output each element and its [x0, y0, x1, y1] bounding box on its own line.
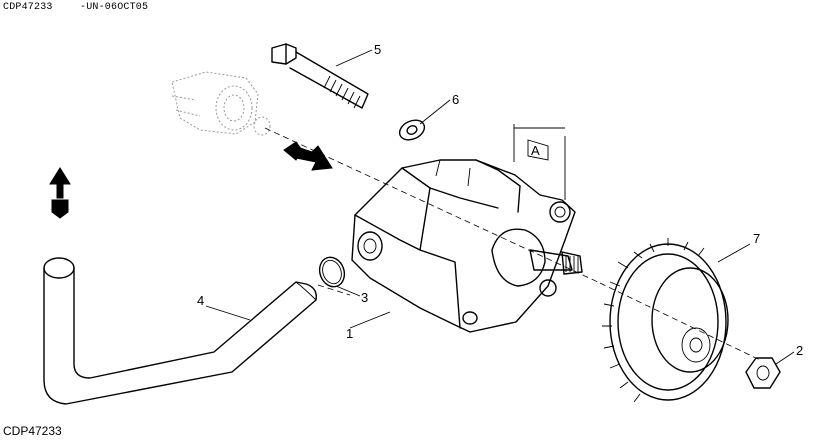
- leader-5: [335, 49, 373, 67]
- footer-drawing-id: CDP47233: [3, 424, 62, 438]
- drive-gear-part-7: [602, 238, 729, 403]
- header-revision: -UN-06OCT05: [80, 2, 149, 13]
- header-drawing-id: CDP47233: [3, 2, 53, 13]
- callout-5: 5: [374, 42, 381, 57]
- washer-part-6: [398, 119, 426, 141]
- leader-2: [775, 351, 795, 365]
- callout-3: 3: [361, 290, 368, 305]
- callout-6: 6: [452, 92, 459, 107]
- callout-1: 1: [346, 326, 353, 341]
- callout-4: 4: [197, 293, 204, 308]
- view-a-label: A: [531, 143, 540, 158]
- seal-ring-part-3: [318, 256, 346, 288]
- leader-7: [717, 243, 751, 263]
- gear-centerline: [599, 282, 761, 361]
- direction-arrow-icon: [283, 141, 333, 171]
- leader-6: [419, 99, 451, 125]
- callout-7: 7: [753, 231, 760, 246]
- oil-pump-housing-part-1: [351, 159, 583, 333]
- view-a-bracket: [513, 124, 566, 200]
- phantom-engine-fitting: [171, 71, 271, 136]
- suction-tube-part-4: [43, 257, 317, 405]
- bolt-part-5: [271, 43, 369, 109]
- leader-4: [205, 305, 251, 321]
- callout-2: 2: [796, 343, 803, 358]
- nut-part-2: [745, 357, 781, 389]
- seal-centerline: [317, 284, 351, 296]
- leader-1: [349, 311, 391, 329]
- up-direction-arrow-icon: [49, 167, 71, 219]
- leader-3: [335, 285, 361, 297]
